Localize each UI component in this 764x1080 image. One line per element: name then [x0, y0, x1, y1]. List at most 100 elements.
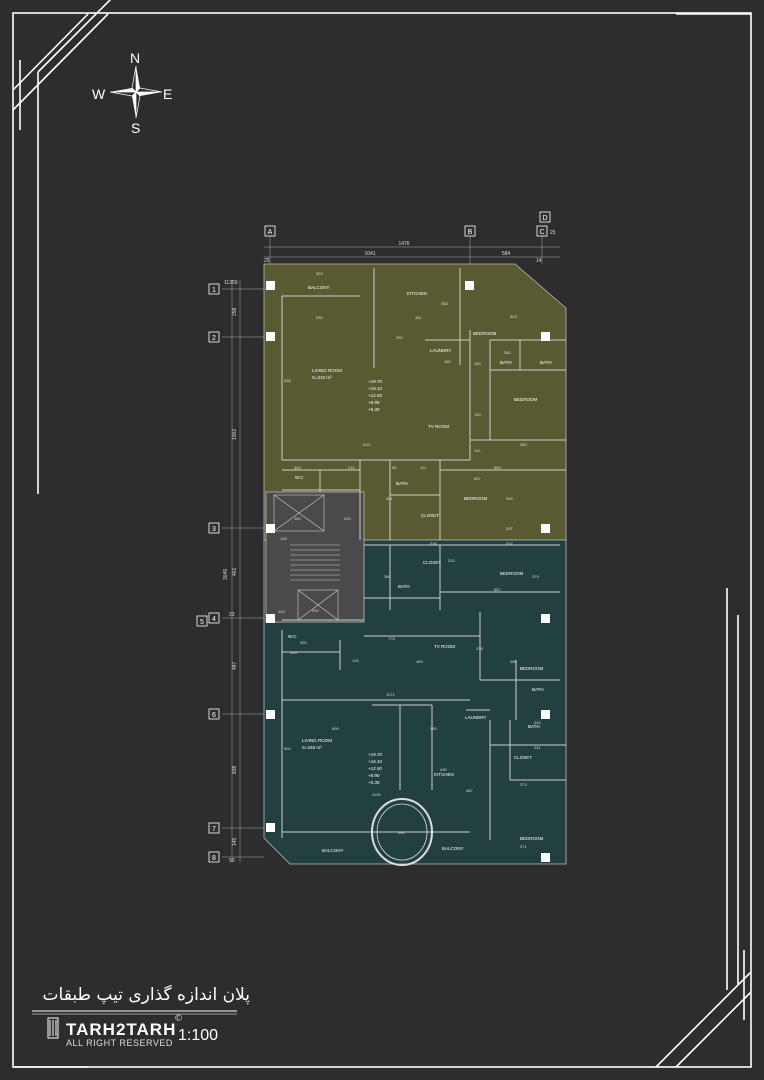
- grid-lines: [222, 236, 560, 862]
- logo-name: TARH2TARH: [66, 1020, 177, 1039]
- lower-kitchen-label: KITCHEN: [434, 772, 454, 777]
- grid-row-5: 5: [200, 619, 204, 626]
- upper-bedroom-b-label: BEDROOM: [514, 397, 538, 402]
- stair-core: [265, 491, 365, 623]
- ldim-1139: 1139: [372, 792, 381, 797]
- dim-top-bc: 584: [502, 251, 511, 257]
- udim-520: 520: [316, 271, 323, 276]
- ldim-775: 775: [388, 636, 395, 641]
- lower-living-label: LIVING ROOM: [302, 738, 332, 743]
- grid-row-3: 3: [212, 526, 216, 533]
- lower-level-1: +19.70: [368, 752, 382, 757]
- udim-481: 481: [415, 315, 422, 320]
- grid-col-c: C: [539, 229, 544, 236]
- ldim-371: 371: [520, 844, 527, 849]
- udim-360: 360: [520, 442, 527, 447]
- upper-level-2: +16.10: [368, 386, 382, 391]
- stair-steps: [273, 494, 340, 621]
- structural-columns: [266, 281, 550, 862]
- dim-top-total: 1476: [398, 241, 409, 247]
- dim-top-small-1: 25: [264, 258, 270, 264]
- drawing-title: پلان اندازه گذاری تیپ طبقات: [42, 985, 250, 1005]
- lower-bath-c-label: BATH: [528, 724, 540, 729]
- upper-level-4: +8.90: [368, 400, 380, 405]
- udim-95: 95: [392, 465, 397, 470]
- logo-mark: [32, 1010, 237, 1039]
- dim-left-8: 838: [232, 765, 238, 774]
- corner-ornament-bottom-right: [655, 588, 752, 1068]
- upper-bedroom-c-label: BEDROOM: [464, 496, 488, 501]
- lower-levels: +19.70 +16.10 +12.50 +8.90 +5.30: [368, 752, 382, 785]
- udim-260: 260: [294, 516, 301, 521]
- ldim-290: 290: [398, 830, 405, 835]
- grid-col-b: B: [468, 229, 473, 236]
- lower-level-2: +16.10: [368, 759, 382, 764]
- udim-220: 220: [344, 516, 351, 521]
- lower-closet-label: CLOSET: [423, 560, 441, 565]
- ldim-125: 125: [280, 536, 287, 541]
- upper-bath-c-label: BATH: [396, 481, 408, 486]
- dim-left-5: 461: [232, 567, 238, 576]
- udim-569: 569: [494, 465, 501, 470]
- outer-dimensions: 1476 1041 584 25 14 25 113 50 258 1002 3…: [223, 230, 556, 864]
- ldim-378: 378: [476, 646, 483, 651]
- udim-111: 111: [420, 465, 427, 470]
- grid-row-6: 6: [212, 712, 216, 719]
- dim-left-6: 23: [229, 612, 235, 618]
- dim-left-3: 1002: [232, 429, 238, 440]
- lower-bath-b-label: BATH: [532, 687, 544, 692]
- ldim-320: 320: [300, 640, 307, 645]
- udim-381: 381: [386, 496, 393, 501]
- lower-living-area: S=246 m²: [302, 745, 322, 750]
- dim-left-2: 258: [232, 307, 238, 316]
- compass-north-label: N: [130, 50, 141, 66]
- ldim-487: 487: [466, 788, 473, 793]
- ldim-486: 486: [510, 659, 517, 664]
- udim-110: 110: [474, 448, 481, 453]
- dim-left-9: 145: [232, 837, 238, 846]
- ldim-126: 126: [352, 658, 359, 663]
- upper-kitchen-label: KITCHEN: [407, 291, 427, 296]
- ldim-537: 537: [506, 541, 513, 546]
- udim-537: 537: [506, 526, 513, 531]
- ldim-699: 699: [332, 726, 339, 731]
- upper-wc-label: W.C: [295, 475, 304, 480]
- upper-bath-b-label: BATH: [540, 360, 552, 365]
- ldim-300: 300: [430, 726, 437, 731]
- lower-dimension-labels: 236 537 220 380 379 657 120 775 245 126 …: [278, 536, 541, 849]
- lower-wc-label: W.C: [288, 634, 297, 639]
- grid-col-d: D: [542, 215, 547, 222]
- grid-row-8: 8: [212, 855, 216, 862]
- lower-bedroom-b-label: BEDROOM: [520, 666, 544, 671]
- dim-left-11: 113: [224, 280, 232, 286]
- upper-level-3: +12.50: [368, 393, 382, 398]
- grid-row-7: 7: [212, 826, 216, 833]
- dim-left-10: 50: [229, 858, 235, 864]
- grid-row-1: 1: [212, 287, 216, 294]
- lower-laundry-label: LAUNDRY: [465, 715, 486, 720]
- ldim-245: 245: [290, 650, 297, 655]
- udim-530: 530: [316, 315, 323, 320]
- ldim-489: 489: [416, 659, 423, 664]
- lower-level-5: +5.30: [368, 780, 380, 785]
- udim-180: 180: [444, 359, 451, 364]
- upper-living-area: S=210 m²: [312, 375, 332, 380]
- lower-level-4: +8.90: [368, 773, 380, 778]
- compass-rose-icon: [109, 65, 163, 119]
- grid-row-2: 2: [212, 335, 216, 342]
- lower-bath-a-label: BATH: [398, 584, 410, 589]
- udim-607: 607: [474, 476, 481, 481]
- dim-top-small-3: 25: [550, 230, 556, 236]
- ldim-900: 900: [284, 746, 291, 751]
- upper-level-5: +5.30: [368, 407, 380, 412]
- udim-838: 838: [284, 378, 291, 383]
- grid-column-labels: A B C D: [264, 211, 551, 237]
- ldim-373: 373: [520, 782, 527, 787]
- udim-1021: 1021: [362, 442, 372, 447]
- ldim-379: 379: [532, 574, 539, 579]
- udim-503: 503: [510, 314, 517, 319]
- upper-unit-area: [263, 263, 567, 541]
- dim-left-7: 487: [232, 661, 238, 670]
